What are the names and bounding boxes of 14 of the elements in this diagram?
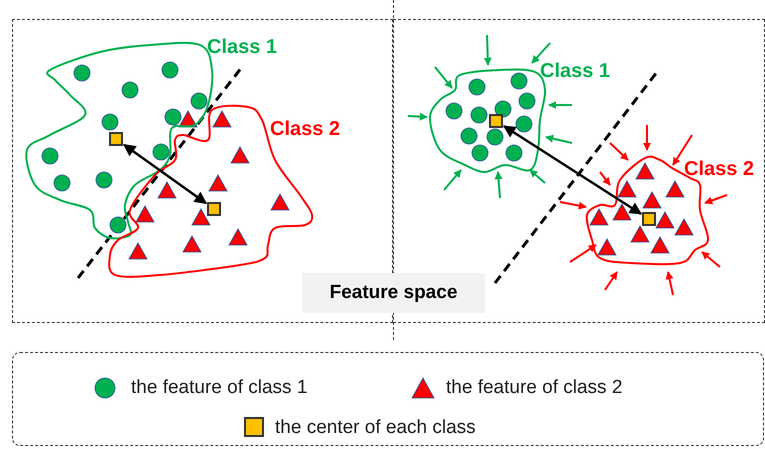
distance-arrow bbox=[122, 144, 208, 204]
class-label: Class 2 bbox=[684, 159, 754, 179]
legend-text: the feature of class 2 bbox=[446, 376, 622, 400]
legend-text: the feature of class 1 bbox=[131, 376, 308, 400]
class-center-square bbox=[109, 132, 123, 146]
class-center-square bbox=[642, 212, 656, 226]
class-label: Class 2 bbox=[270, 119, 340, 139]
distance-arrow bbox=[502, 125, 642, 215]
legend-text: the center of each class bbox=[275, 416, 476, 440]
class-center-square bbox=[207, 202, 221, 216]
class-label: Class 1 bbox=[207, 37, 278, 57]
class-center-square bbox=[489, 114, 503, 128]
feature-space-label: Feature space bbox=[302, 273, 485, 313]
class-label: Class 1 bbox=[540, 61, 610, 81]
